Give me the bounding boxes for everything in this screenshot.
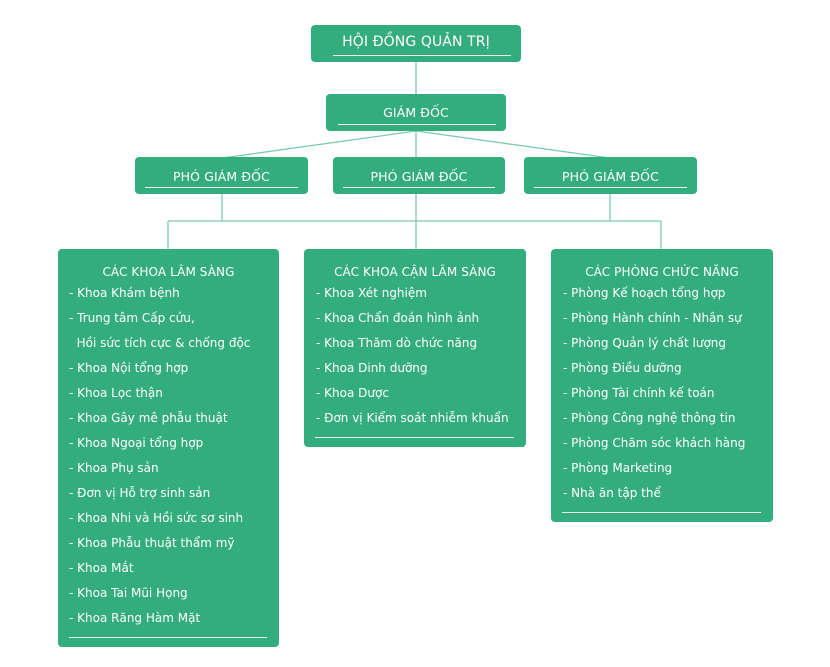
list-item: - Phòng Tài chính kế toán <box>563 386 715 400</box>
list-item: Hồi sức tích cực & chống độc <box>69 336 251 350</box>
dept-paraclinical-underline <box>315 437 514 438</box>
list-item: - Trung tâm Cấp cứu, <box>69 311 195 325</box>
list-item: - Khoa Răng Hàm Mặt <box>69 611 201 625</box>
list-item: - Phòng Công nghệ thông tin <box>563 411 736 425</box>
dept-clinical: CÁC KHOA LÂM SÀNG - Khoa Khám bệnh - Tru… <box>58 249 279 647</box>
list-item: - Đơn vị Kiểm soát nhiễm khuẩn <box>316 411 509 425</box>
deputy-label: PHÓ GIÁM ĐỐC <box>173 169 270 184</box>
dept-paraclinical: CÁC KHOA CẬN LÂM SÀNG - Khoa Xét nghiệm … <box>304 249 526 447</box>
dept-paraclinical-list: - Khoa Xét nghiệm - Khoa Chẩn đoán hình … <box>316 281 526 431</box>
list-item: - Khoa Xét nghiệm <box>316 286 427 300</box>
list-item: - Nhà ăn tập thể <box>563 486 661 500</box>
dept-clinical-underline <box>69 637 267 638</box>
list-item: - Phòng Quản lý chất lượng <box>563 336 727 350</box>
list-item: - Khoa Thăm dò chức năng <box>316 336 478 350</box>
list-item: - Khoa Gây mê phẫu thuật <box>69 411 228 425</box>
connector-director-deputy-left <box>221 130 417 159</box>
list-item: - Phòng Kế hoạch tổng hợp <box>563 286 726 300</box>
list-item: - Khoa Nhi và Hồi sức sơ sinh <box>69 511 244 525</box>
deputy-box-2: PHÓ GIÁM ĐỐC <box>333 157 505 194</box>
list-item: - Khoa Phẫu thuật thẩm mỹ <box>69 536 235 550</box>
deputy-box-3: PHÓ GIÁM ĐỐC <box>524 157 697 194</box>
list-item: - Phòng Điều dưỡng <box>563 361 682 375</box>
director-box: GIÁM ĐỐC <box>326 94 506 131</box>
dept-paraclinical-title: CÁC KHOA CẬN LÂM SÀNG <box>334 265 496 279</box>
board-box: HỘI ĐỒNG QUẢN TRỊ <box>311 25 521 62</box>
list-item: - Khoa Chẩn đoán hình ảnh <box>316 311 480 325</box>
deputy-underline <box>534 187 687 188</box>
list-item: - Phòng Marketing <box>563 461 673 475</box>
list-item: - Khoa Dược <box>316 386 389 400</box>
deputy-underline <box>343 187 495 188</box>
director-underline <box>338 124 496 125</box>
list-item: - Khoa Nội tổng hợp <box>69 361 189 375</box>
dept-functional-list: - Phòng Kế hoạch tổng hợp - Phòng Hành c… <box>563 281 773 506</box>
list-item: - Khoa Ngoại tổng hợp <box>69 436 204 450</box>
deputy-underline <box>145 187 298 188</box>
list-item: - Phòng Chăm sóc khách hàng <box>563 436 746 450</box>
list-item: - Khoa Phụ sản <box>69 461 159 475</box>
director-label: GIÁM ĐỐC <box>383 105 449 120</box>
deputy-box-1: PHÓ GIÁM ĐỐC <box>135 157 308 194</box>
list-item: - Khoa Tai Mũi Họng <box>69 586 188 600</box>
list-item: - Khoa Khám bệnh <box>69 286 180 300</box>
deputy-label: PHÓ GIÁM ĐỐC <box>370 169 468 184</box>
board-label: HỘI ĐỒNG QUẢN TRỊ <box>342 34 490 50</box>
dept-clinical-list: - Khoa Khám bệnh - Trung tâm Cấp cứu, Hồ… <box>69 281 279 631</box>
list-item: - Phòng Hành chính - Nhân sự <box>563 311 742 325</box>
list-item: - Khoa Dinh dưỡng <box>316 361 428 375</box>
list-item: - Đơn vị Hỗ trợ sinh sản <box>69 486 211 500</box>
connector-director-deputy-right <box>415 130 611 159</box>
dept-functional-title: CÁC PHÒNG CHỨC NĂNG <box>585 265 739 279</box>
list-item: - Khoa Mắt <box>69 561 134 575</box>
list-item: - Khoa Lọc thận <box>69 386 163 400</box>
dept-functional: CÁC PHÒNG CHỨC NĂNG - Phòng Kế hoạch tổn… <box>551 249 773 522</box>
board-underline <box>333 55 511 56</box>
dept-functional-underline <box>562 512 761 513</box>
deputy-label: PHÓ GIÁM ĐỐC <box>562 169 659 184</box>
dept-clinical-title: CÁC KHOA LÂM SÀNG <box>102 265 235 279</box>
